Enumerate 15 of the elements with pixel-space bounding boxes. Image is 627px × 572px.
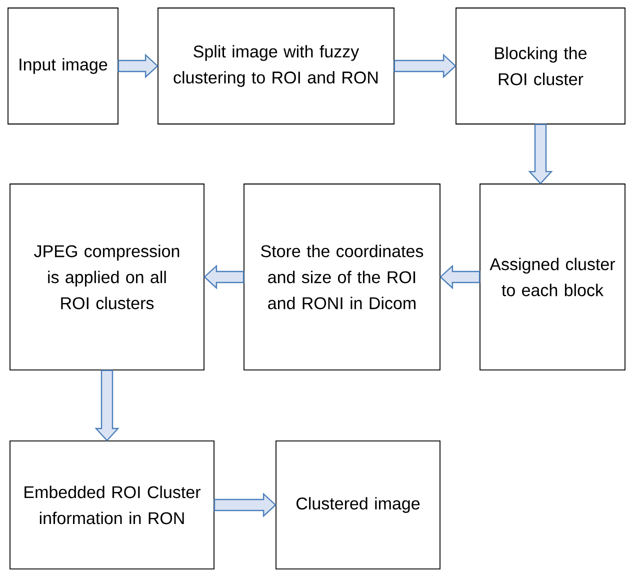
block-arrow <box>440 264 480 290</box>
block-arrow <box>118 54 158 78</box>
process-box: Split image with fuzzy clustering to ROI and RON <box>158 8 394 124</box>
process-box: Clustered image <box>276 440 440 570</box>
process-box: Assigned cluster to each block <box>480 184 626 370</box>
process-box: Blocking the ROI cluster <box>456 8 626 124</box>
process-box: Input image <box>8 8 118 124</box>
block-arrow <box>94 370 120 442</box>
block-arrow <box>394 54 456 78</box>
process-box: JPEG compression is applied on all ROI clusters <box>10 184 204 370</box>
block-arrow <box>214 492 276 518</box>
block-arrow <box>204 264 244 290</box>
block-arrow <box>528 124 553 184</box>
process-box: Store the coordinates and size of the ROI and RONI in Dicom <box>244 184 440 370</box>
process-box: Embedded ROI Cluster information in RON <box>10 440 214 570</box>
